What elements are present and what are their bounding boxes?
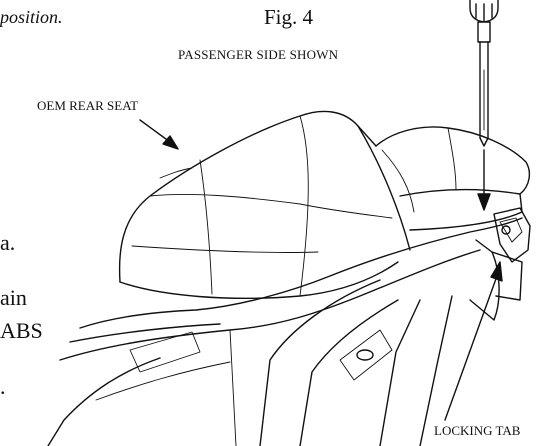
locking-tab-arrow-icon (444, 261, 503, 421)
body-text-fragment-ain: ain (0, 285, 27, 310)
figure-title: Fig. 4 (264, 5, 314, 29)
seat-arrow-icon (139, 119, 179, 150)
body-text-fragment-position: position. (0, 7, 63, 27)
screwdriver-arrow-icon (477, 149, 491, 211)
body-text-fragment-a: a. (0, 230, 16, 255)
seat-upper-cushion (375, 126, 531, 231)
locking-tab-label: LOCKING TAB (434, 423, 521, 438)
body-text-fragment-dot: . (0, 374, 6, 399)
locking-tab (469, 207, 531, 321)
seat-base (47, 217, 523, 446)
seat-back (118, 110, 411, 299)
screwdriver-icon (469, 0, 499, 147)
body-text-fragment-abs: ABS (0, 318, 43, 343)
figure-subtitle: PASSENGER SIDE SHOWN (178, 47, 339, 62)
oem-rear-seat-label: OEM REAR SEAT (37, 98, 139, 113)
